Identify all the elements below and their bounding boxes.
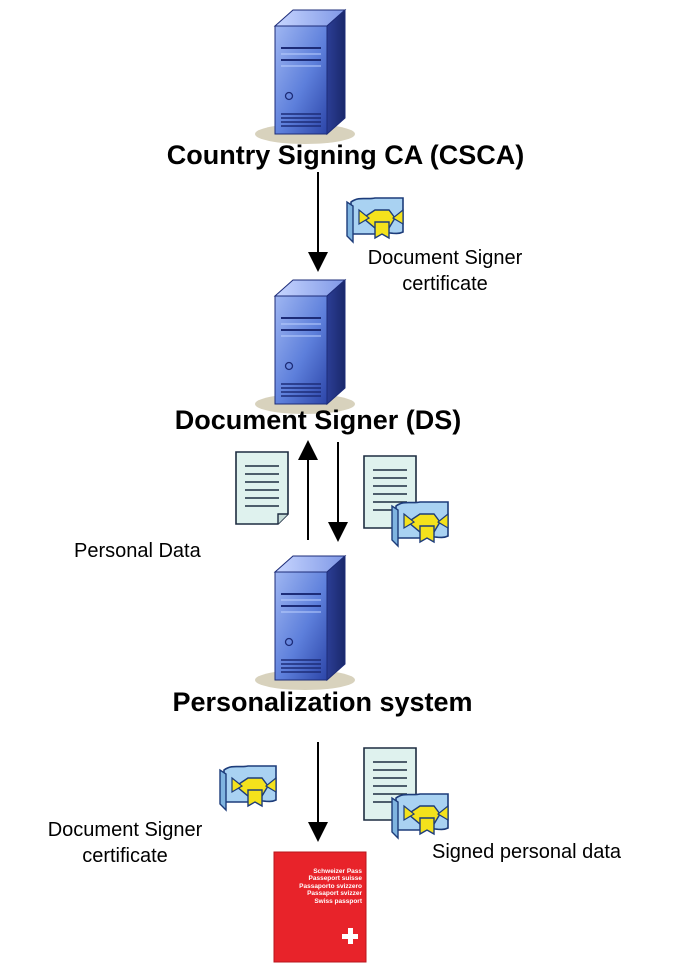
passport-text-line: Passaporto svizzero: [299, 882, 362, 890]
personal-data-label: Personal Data: [74, 540, 201, 562]
ds-server-icon: [254, 279, 356, 415]
certificate-icon: [219, 765, 277, 811]
passport-text-line: Passaport svizzer: [307, 890, 362, 898]
ds-certificate-label-bottom: Document Signer certificate: [20, 817, 230, 869]
passport-text-line: Schweizer Pass: [313, 868, 362, 875]
passport-icon: [273, 851, 367, 963]
signed-document-icon: [363, 747, 449, 839]
csca-title: Country Signing CA (CSCA): [166, 140, 525, 170]
passport-text-block: Schweizer Pass Passeport suisse Passapor…: [274, 868, 362, 905]
passport-text-line: Passeport suisse: [308, 875, 362, 883]
signed-personal-data-label: Signed personal data: [432, 841, 622, 863]
signed-document-icon: [363, 455, 449, 547]
document-icon: [235, 451, 289, 525]
certificate-icon: [346, 197, 404, 243]
personalization-title: Personalization system: [172, 687, 473, 717]
ds-certificate-label-top-line2: certificate: [402, 273, 488, 295]
personalization-server-icon: [254, 555, 356, 691]
ds-certificate-label-top: Document Signer certificate: [340, 245, 550, 297]
ds-certificate-label-bottom-line1: Document Signer: [47, 819, 203, 841]
ds-title: Document Signer (DS): [174, 405, 462, 435]
passport-text-line: Swiss passport: [314, 897, 362, 905]
ds-certificate-label-top-line1: Document Signer: [367, 247, 523, 269]
csca-server-icon: [254, 9, 356, 145]
ds-certificate-label-bottom-line2: certificate: [82, 845, 168, 867]
